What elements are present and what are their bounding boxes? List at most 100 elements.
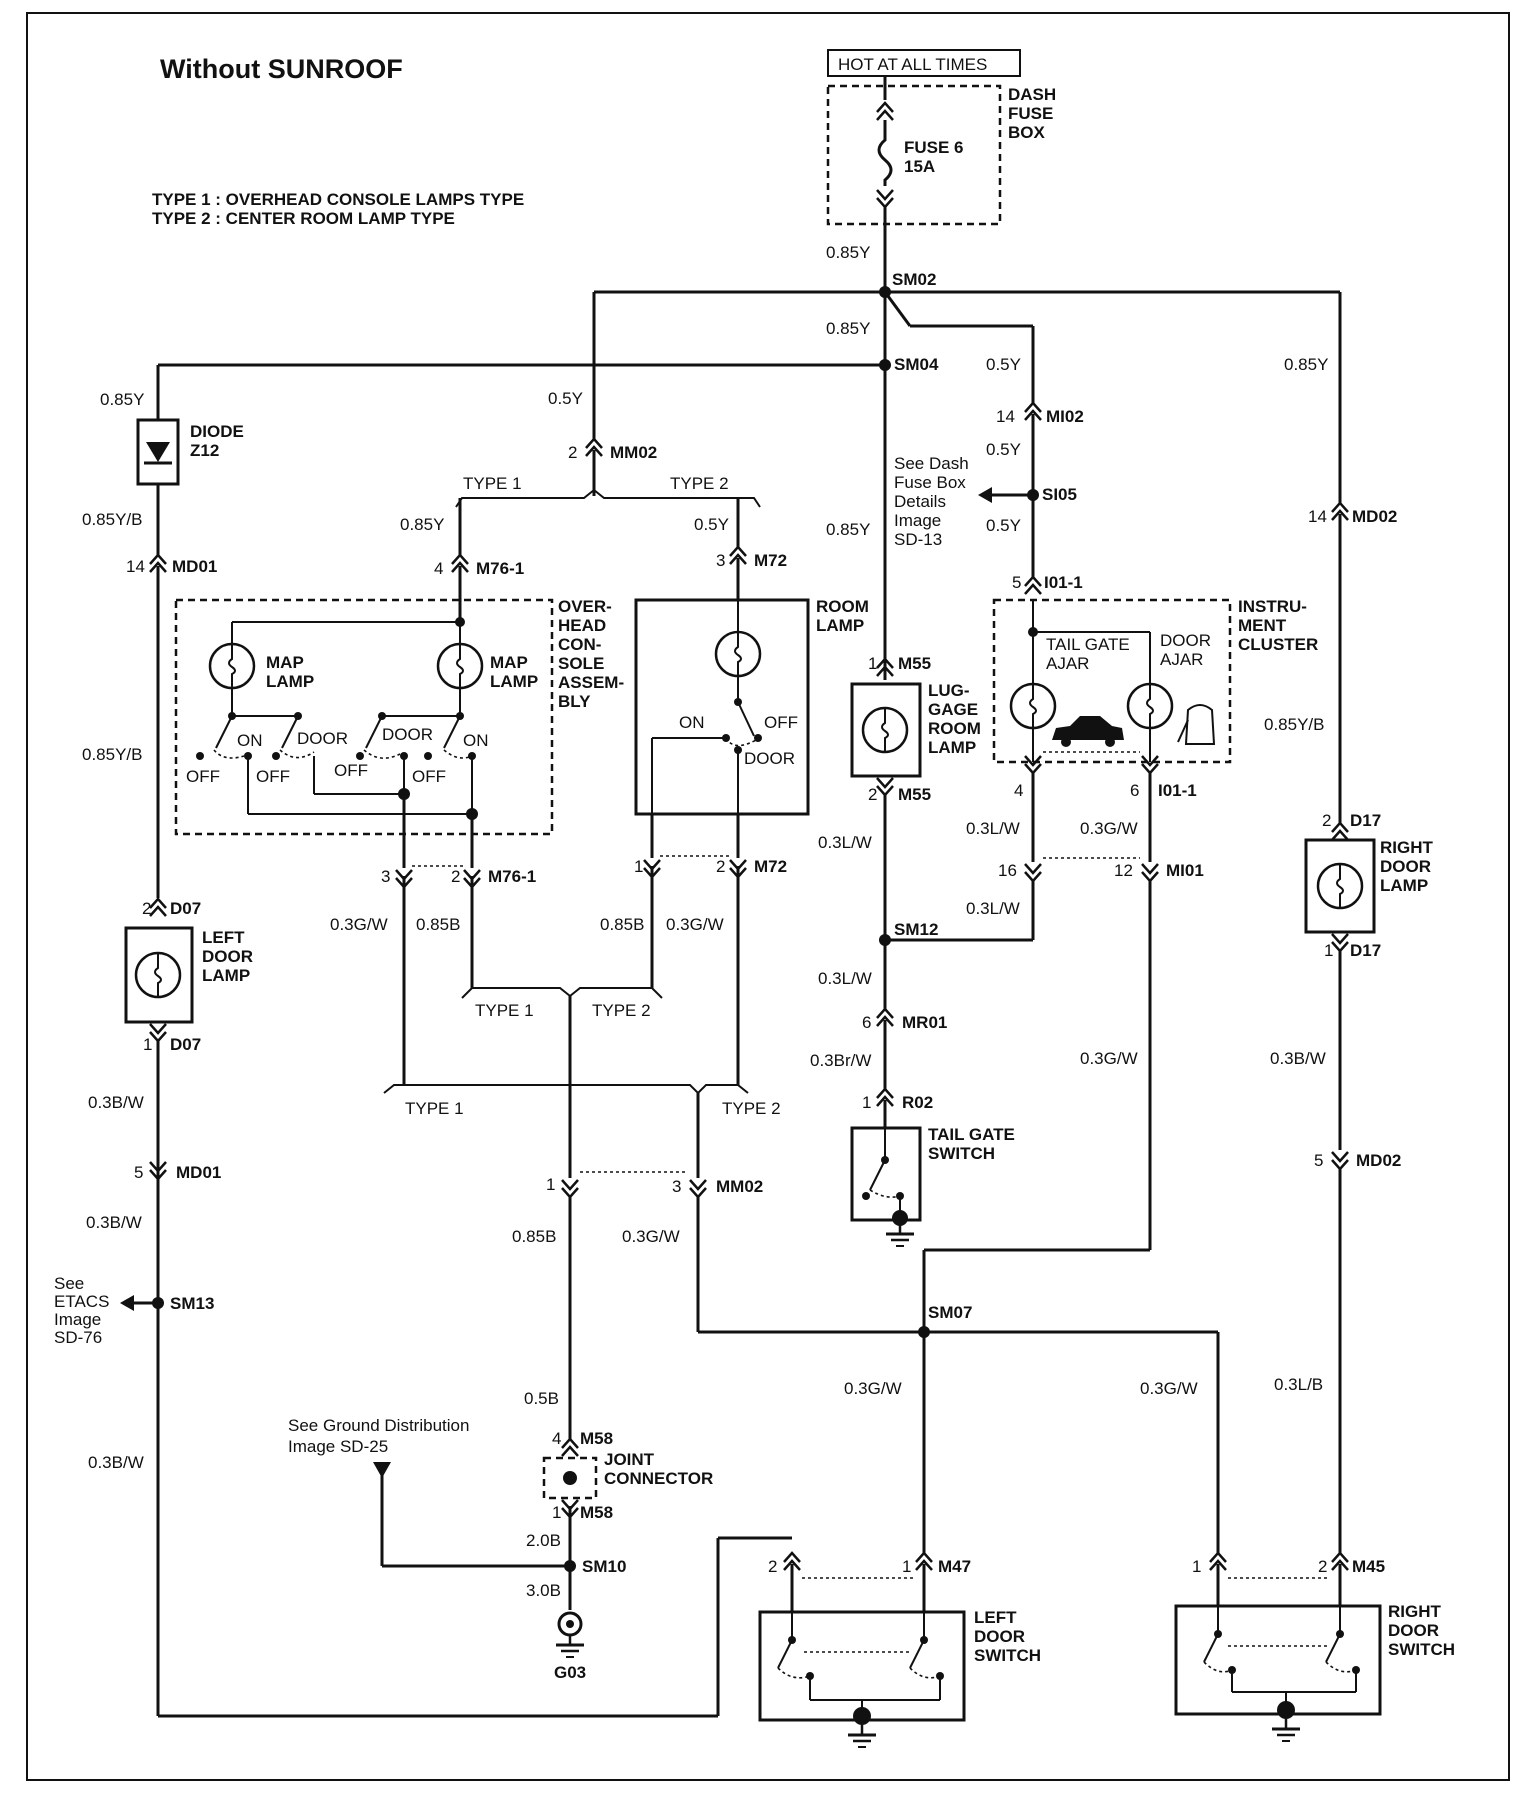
type-note-1: TYPE 1 : OVERHEAD CONSOLE LAMPS TYPE: [152, 190, 524, 209]
joint-connector-label-2: CONNECTOR: [604, 1469, 713, 1488]
left-door-switch-label-1: LEFT: [974, 1608, 1017, 1627]
wire-label: 0.3L/W: [818, 969, 872, 988]
pin: 6: [862, 1013, 871, 1032]
switch-off: OFF: [334, 761, 368, 780]
fuse-6-symbol: [877, 120, 893, 186]
pin: 1: [552, 1503, 561, 1522]
connector-d07: D07: [170, 899, 201, 918]
pin: 6: [1130, 781, 1139, 800]
right-door-lamp-label-2: DOOR: [1380, 857, 1431, 876]
dash-fuse-ref-1: See Dash: [894, 454, 969, 473]
left-door-lamp-label-2: DOOR: [202, 947, 253, 966]
wire-label: 0.3L/W: [966, 899, 1020, 918]
wire-label: 0.85Y: [826, 319, 870, 338]
room-lamp-label-2: LAMP: [816, 616, 864, 635]
wire-label: 0.5B: [524, 1389, 559, 1408]
splice-sm02: SM02: [892, 270, 936, 289]
overhead-console-label-2: HEAD: [558, 616, 606, 635]
wire-label: 0.85Y/B: [1264, 715, 1325, 734]
connector-mm02: MM02: [716, 1177, 763, 1196]
connector-i01-1: I01-1: [1158, 781, 1197, 800]
car-icon: [1052, 716, 1124, 747]
overhead-console-assembly: [174, 598, 554, 836]
instrument-cluster-label-2: MENT: [1238, 616, 1287, 635]
pin: 3: [716, 551, 725, 570]
wire-label: 0.3B/W: [88, 1453, 144, 1472]
type-label: TYPE 2: [722, 1099, 781, 1118]
wire-label: 0.3L/W: [966, 819, 1020, 838]
pin: 14: [126, 557, 145, 576]
connector-m47: M47: [938, 1557, 971, 1576]
pin: 1: [862, 1093, 871, 1112]
luggage-lamp-label-3: ROOM: [928, 719, 981, 738]
etacs-ref-2: ETACS: [54, 1292, 109, 1311]
diagram-title: Without SUNROOF: [160, 54, 403, 84]
room-lamp-label-1: ROOM: [816, 597, 869, 616]
connector-mi02: MI02: [1046, 407, 1084, 426]
tail-gate-switch-label-1: TAIL GATE: [928, 1125, 1015, 1144]
pin: 2: [868, 785, 877, 804]
switch-door: DOOR: [297, 729, 348, 748]
overhead-console-label-1: OVER-: [558, 597, 612, 616]
map-lamp-label-1: MAP: [266, 653, 304, 672]
left-door-switch-label-3: SWITCH: [974, 1646, 1041, 1665]
right-door-switch-label-1: RIGHT: [1388, 1602, 1442, 1621]
switch-off: OFF: [412, 767, 446, 786]
room-lamp: [634, 598, 810, 816]
pin: 4: [552, 1429, 561, 1448]
overhead-console-label-4: SOLE: [558, 654, 604, 673]
type-label: TYPE 1: [405, 1099, 464, 1118]
door-ajar-label-1: DOOR: [1160, 631, 1211, 650]
map-lamp-label-2: LAMP: [490, 672, 538, 691]
dash-fuse-box-label-2: FUSE: [1008, 104, 1053, 123]
overhead-console-label-5: ASSEM-: [558, 673, 624, 692]
wire-label: 0.3G/W: [1080, 1049, 1138, 1068]
wire-label: 0.3G/W: [1140, 1379, 1198, 1398]
left-door-lamp-label-3: LAMP: [202, 966, 250, 985]
wire-label: 0.85Y: [100, 390, 144, 409]
right-door-lamp-label-1: RIGHT: [1380, 838, 1434, 857]
connector-d07: D07: [170, 1035, 201, 1054]
connector-r02: R02: [902, 1093, 933, 1112]
dash-fuse-ref-4: Image: [894, 511, 941, 530]
right-door-switch: [1174, 1604, 1382, 1716]
pin: 1: [143, 1035, 152, 1054]
connector-m72: M72: [754, 551, 787, 570]
ground-dist-ref-1: See Ground Distribution: [288, 1416, 469, 1435]
pin: 2: [1318, 1557, 1327, 1576]
wire-label: 0.3Br/W: [810, 1051, 871, 1070]
switch-door: DOOR: [382, 725, 433, 744]
switch-on: ON: [463, 731, 489, 750]
right-door-switch-label-2: DOOR: [1388, 1621, 1439, 1640]
type-label: TYPE 2: [670, 474, 729, 493]
pin: 2: [142, 899, 151, 918]
splice-sm12: SM12: [894, 920, 938, 939]
connector-mr01: MR01: [902, 1013, 947, 1032]
wire-label: 0.3G/W: [622, 1227, 680, 1246]
pin: 14: [996, 407, 1015, 426]
pin: 5: [1012, 573, 1021, 592]
pin: 1: [902, 1557, 911, 1576]
connector-m55: M55: [898, 654, 931, 673]
pin: 12: [1114, 861, 1133, 880]
fuse-6-label: FUSE 6: [904, 138, 964, 157]
pin: 3: [381, 867, 390, 886]
instrument-cluster: [992, 598, 1232, 764]
overhead-console-label-3: CON-: [558, 635, 601, 654]
wire-label: 0.85Y/B: [82, 510, 143, 529]
wire-label: 0.85B: [600, 915, 644, 934]
connector-md02: MD02: [1352, 507, 1397, 526]
pin: 4: [434, 559, 443, 578]
pin: 2: [568, 443, 577, 462]
map-lamp-label-1: MAP: [490, 653, 528, 672]
connector-md01: MD01: [172, 557, 217, 576]
wire-label: 0.3G/W: [330, 915, 388, 934]
pin: 4: [1014, 781, 1023, 800]
switch-on: ON: [679, 713, 705, 732]
switch-on: ON: [237, 731, 263, 750]
wire-label: 0.3G/W: [666, 915, 724, 934]
dash-fuse-box-label-1: DASH: [1008, 85, 1056, 104]
wire-label: 0.85Y: [1284, 355, 1328, 374]
hot-at-all-times-box: [827, 49, 1021, 77]
